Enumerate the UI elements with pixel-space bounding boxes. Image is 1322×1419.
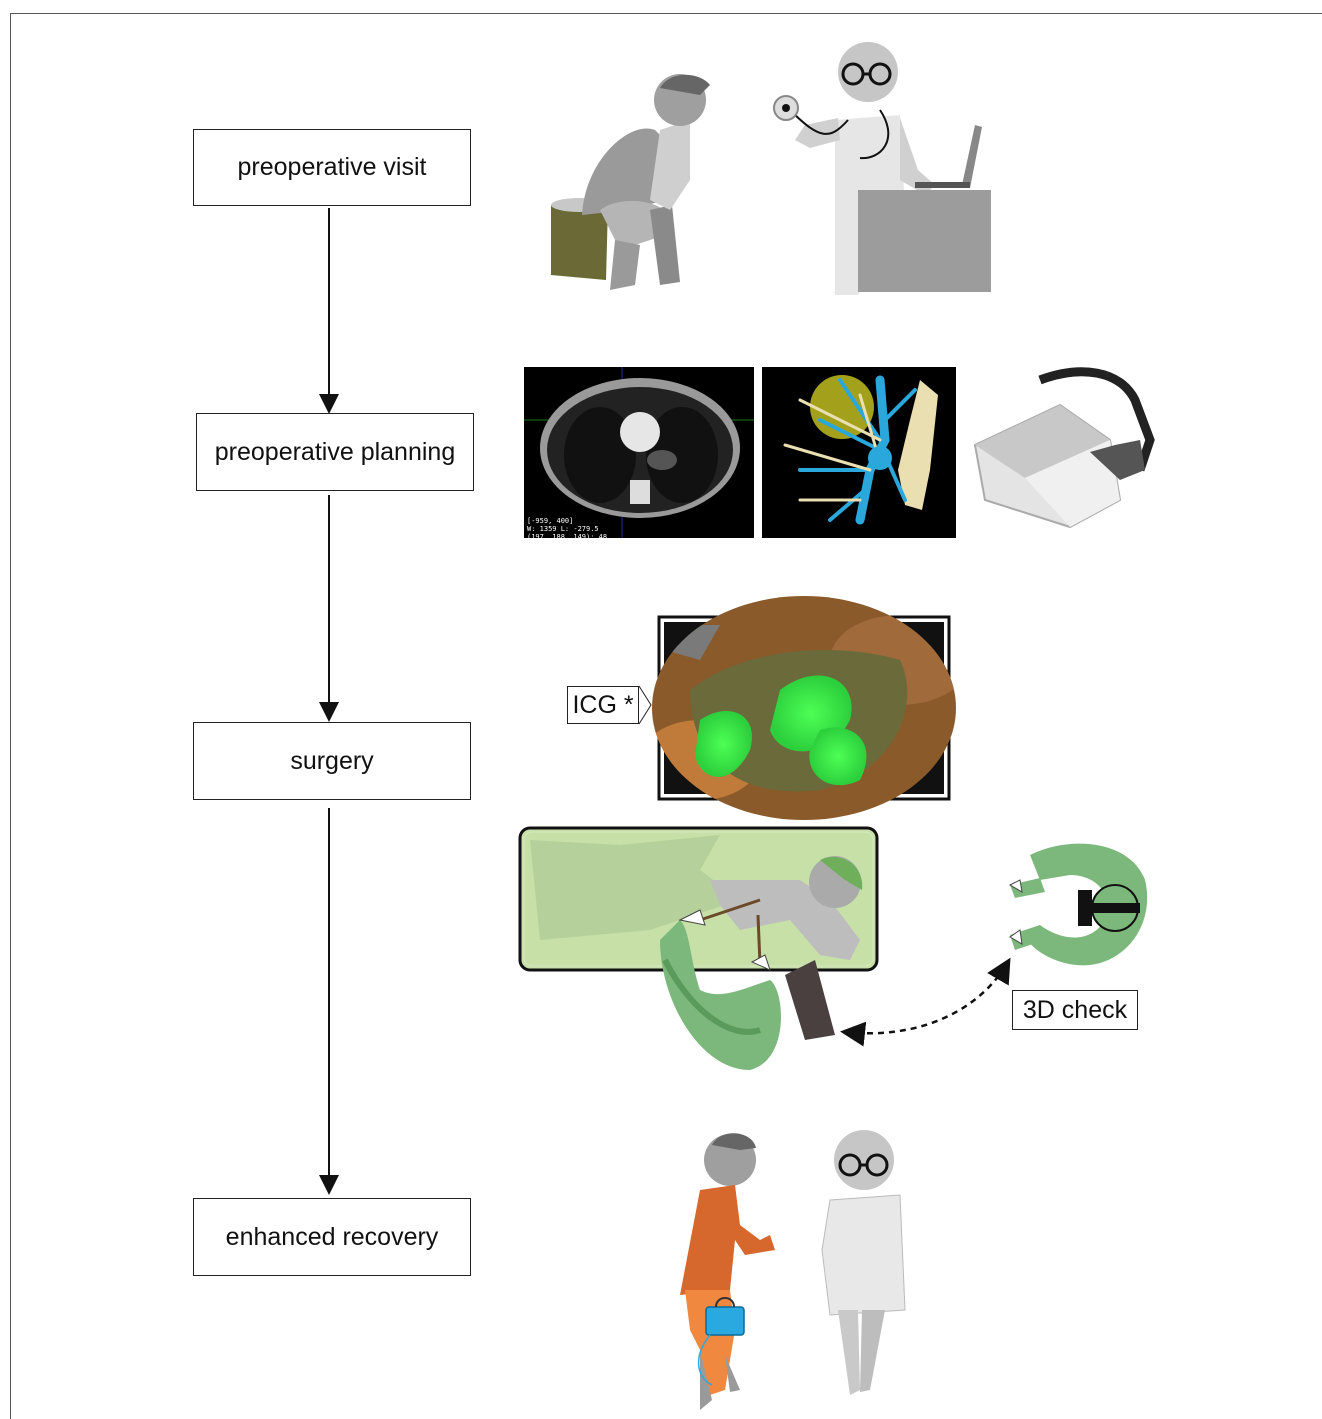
3d-check-surgeon-icon xyxy=(1008,843,1148,966)
step-enhanced-recovery: enhanced recovery xyxy=(193,1198,471,1276)
3d-check-tag: 3D check xyxy=(1012,990,1138,1030)
3d-check-dashed-arrow xyxy=(840,957,1011,1047)
ct-readout-2: W: 1359 L: -279.5 xyxy=(527,525,599,533)
icg-endoscopic-image xyxy=(652,596,956,820)
doctor-standing-icon xyxy=(821,1130,906,1395)
ct-readout-3: (197, 188, 149): 48 xyxy=(527,533,607,541)
vr-headset-icon xyxy=(973,367,1155,529)
3d-reconstruction-image xyxy=(762,367,956,538)
ct-scan-image: [-959, 400] W: 1359 L: -279.5 (197, 188,… xyxy=(524,367,754,541)
step-preoperative-visit: preoperative visit xyxy=(193,129,471,206)
doctor-with-stethoscope-icon xyxy=(773,42,991,295)
step-surgery: surgery xyxy=(193,722,471,800)
ct-readout-1: [-959, 400] xyxy=(527,517,573,525)
operating-scene-illustration xyxy=(518,826,879,1070)
figure-frame xyxy=(10,13,1322,1419)
icg-tag: ICG * xyxy=(567,686,639,724)
recovering-patient-icon xyxy=(680,1133,775,1410)
patient-seated-icon xyxy=(551,74,710,290)
